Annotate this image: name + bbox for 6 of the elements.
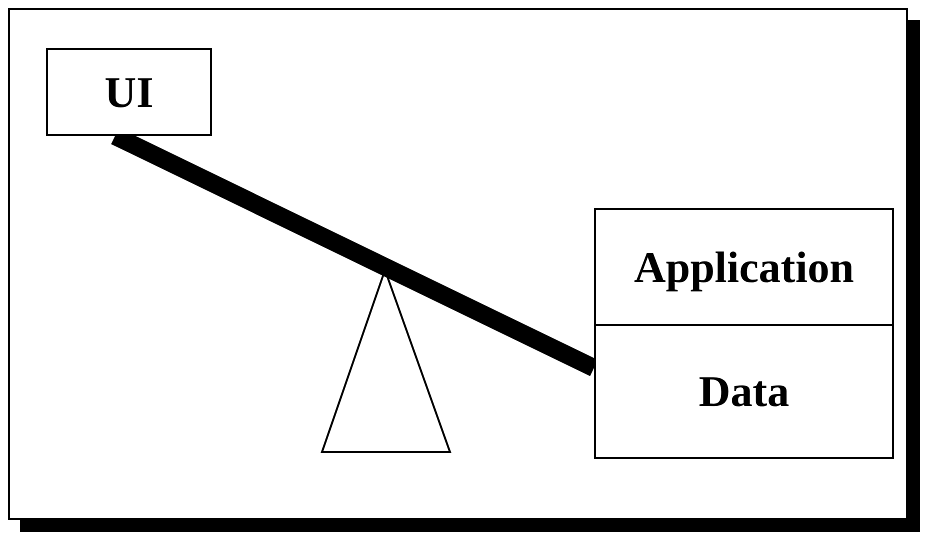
box-label: Application — [634, 242, 854, 292]
layer-box — [594, 208, 894, 326]
box-label: Data — [698, 366, 790, 417]
layer-box — [594, 324, 894, 459]
box-label: UI — [104, 66, 154, 118]
layer-box — [46, 48, 212, 136]
